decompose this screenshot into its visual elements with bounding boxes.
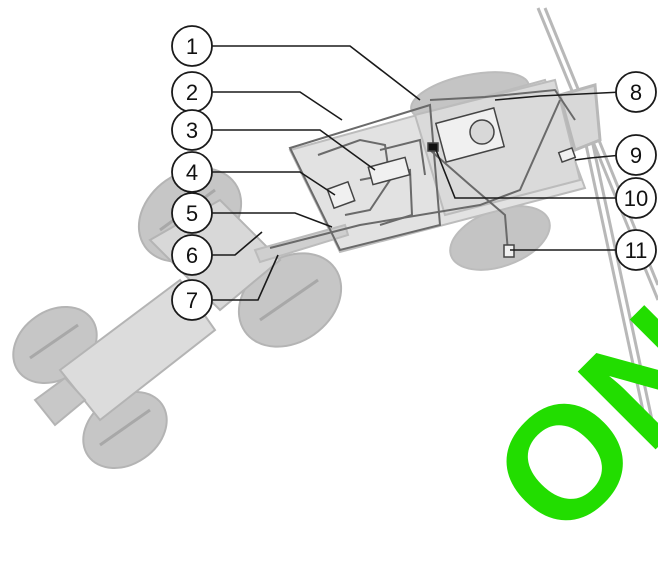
callout-9: 9 [616,135,656,175]
callout-11: 11 [616,230,656,270]
callout-10-label: 10 [624,186,648,211]
callout-8-label: 8 [630,80,642,105]
wheel-speed-sensor [504,245,514,257]
callout-7: 7 [172,280,212,320]
callout-3: 3 [172,110,212,150]
callout-4-label: 4 [186,160,198,185]
leader-2 [212,92,342,120]
callout-7-label: 7 [186,288,198,313]
callout-2: 2 [172,72,212,112]
callout-3-label: 3 [186,118,198,143]
callout-6-label: 6 [186,243,198,268]
callout-5-label: 5 [186,201,198,226]
callout-2-label: 2 [186,80,198,105]
callout-1-label: 1 [186,34,198,59]
callout-9-label: 9 [630,143,642,168]
callout-10: 10 [616,178,656,218]
tank-fill-cap [470,120,494,144]
fuse-block [428,143,438,151]
callout-8: 8 [616,72,656,112]
callout-6: 6 [172,235,212,275]
callout-4: 4 [172,152,212,192]
callout-11-label: 11 [625,238,648,263]
callout-5: 5 [172,193,212,233]
callout-1: 1 [172,26,212,66]
